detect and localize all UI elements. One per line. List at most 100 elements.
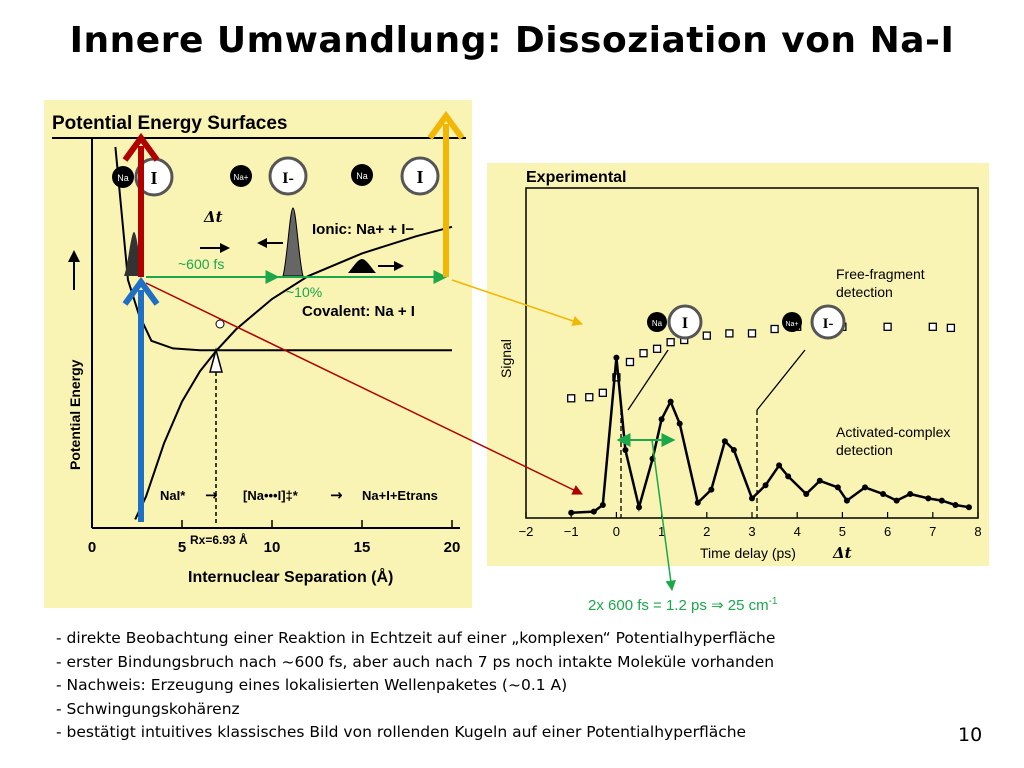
i-atom-icon-2 (400, 156, 440, 196)
activated-complex-point (776, 462, 783, 469)
exp-i-atom-icon (667, 304, 703, 340)
bullet-item: - bestätigt intuitives klassisches Bild … (56, 723, 747, 741)
na-atom-label-2: Na (356, 171, 368, 181)
right-x-tick-label: 6 (884, 524, 891, 539)
free-fragment-point (946, 323, 956, 333)
i-atom-label: I (150, 168, 157, 188)
right-y-label: Signal (498, 339, 514, 378)
activated-complex-point (667, 398, 674, 405)
exp-na-atom-icon (647, 312, 667, 332)
packet-arrowhead-2 (257, 238, 267, 248)
free-fragment-point (567, 394, 576, 403)
yellow-pointer-arrow (451, 279, 583, 326)
right-x-tick-label: 4 (794, 524, 801, 539)
bullet-list: - direkte Beobachtung einer Reaktion in … (56, 627, 956, 745)
activated-complex-point (708, 486, 715, 493)
free-fragment-point (652, 344, 662, 353)
page-number: 10 (958, 724, 983, 746)
left-x-tick-label: 20 (444, 539, 461, 556)
bullet-item: - erster Bindungsbruch nach ~600 fs, abe… (56, 652, 775, 671)
activated-complex-point (925, 495, 932, 502)
act-label-1: Activated-complex (836, 424, 950, 440)
formula-sup: -1 (769, 596, 778, 607)
bullet-item: - Schwingungskohärenz (56, 699, 240, 718)
exp-na-plus-atom-label: Na+ (785, 321, 798, 328)
right-x-label: Time delay (ps) (700, 545, 796, 561)
activated-complex-point (568, 509, 575, 516)
free-fragment-point (725, 329, 734, 338)
na-atom-icon (112, 166, 134, 188)
free-fragment-point (747, 329, 757, 338)
activated-complex-point (816, 477, 823, 484)
annot-600fs: ~600 fs (178, 256, 224, 272)
activated-complex-point (965, 504, 972, 511)
free-fragment-point (883, 322, 892, 331)
ionic-curve (134, 225, 453, 520)
bullet-item: - direkte Beobachtung einer Reaktion in … (56, 629, 776, 647)
wavepacket-mid (282, 207, 304, 277)
activated-complex-point (907, 491, 914, 497)
activated-complex-point (938, 497, 945, 504)
activated-complex-point (893, 497, 900, 504)
activated-complex-point (862, 484, 868, 491)
activated-complex-point (834, 484, 841, 491)
free-label-2: detection (836, 284, 893, 300)
i-minus-atom-label: I- (282, 170, 294, 187)
act-label-2: detection (836, 442, 893, 458)
free-fragment-point (585, 393, 594, 402)
na-atom-icon-2 (351, 164, 373, 186)
rx-label: Rx=6.93 Å (190, 532, 248, 547)
covalent-label: Covalent: Na + I (302, 303, 415, 320)
na-atom-label: Na (117, 173, 129, 183)
activated-complex-point (613, 354, 620, 361)
packet-arrowhead-1 (220, 243, 230, 253)
pointer-line-1 (627, 349, 669, 411)
crossing-point (215, 319, 225, 329)
left-x-tick-label: 5 (178, 539, 186, 556)
right-x-tick-label: −1 (564, 524, 579, 539)
exp-i-minus-atom-label: I- (823, 316, 834, 332)
delta-t-label-left: Δt (203, 208, 223, 226)
activated-complex-point (676, 420, 683, 427)
left-x-tick-label: 10 (264, 539, 281, 556)
activated-complex-point (622, 447, 629, 453)
crossing-arrowhead (209, 347, 223, 373)
exp-na-plus-atom-icon (782, 312, 802, 332)
scheme-arrow-1: → (205, 486, 218, 504)
left-x-label: Internuclear Separation (Å) (188, 567, 393, 586)
activated-complex-point (636, 504, 642, 511)
free-fragment-point (702, 331, 711, 340)
packet-arrowhead-3 (394, 261, 404, 271)
activated-complex-point (880, 491, 887, 497)
right-x-tick-label: 1 (658, 524, 665, 539)
slide-title: Innere Umwandlung: Dissoziation von Na-I (69, 20, 955, 61)
free-fragment-point (666, 338, 675, 347)
activated-complex-point (721, 438, 728, 445)
activated-complex-point (749, 495, 755, 502)
activated-complex-point (599, 502, 606, 508)
free-label-1: Free-fragment (836, 266, 925, 282)
na-plus-atom-label: Na+ (234, 173, 249, 182)
formula-text: 2x 600 fs = 1.2 ps ⇒ 25 cm-1 (588, 596, 778, 614)
formula-main: 2x 600 fs = 1.2 ps ⇒ 25 cm (588, 597, 769, 614)
yellow-arrowhead (427, 110, 465, 140)
red-arrowhead (122, 132, 160, 162)
activated-complex-point (803, 491, 810, 497)
activated-complex-point (590, 508, 597, 515)
right-x-tick-label: 5 (839, 524, 846, 539)
activated-complex-point (658, 416, 665, 423)
free-fragment-point (639, 349, 648, 358)
annot-10pct: ~10% (286, 284, 322, 300)
bullet-item: - Nachweis: Erzeugung eines lokalisierte… (56, 676, 568, 694)
right-x-tick-label: 8 (974, 524, 981, 539)
free-fragment-point (625, 357, 635, 367)
i-atom-label-2: I (416, 167, 423, 187)
left-panel-header: Potential Energy Surfaces (52, 113, 287, 134)
left-y-label-arrowhead (68, 250, 80, 262)
left-x-tick-label: 15 (354, 539, 371, 556)
green-period-pointer (651, 439, 676, 592)
free-fragment-point (598, 388, 607, 397)
right-x-tick-label: −2 (519, 524, 534, 539)
